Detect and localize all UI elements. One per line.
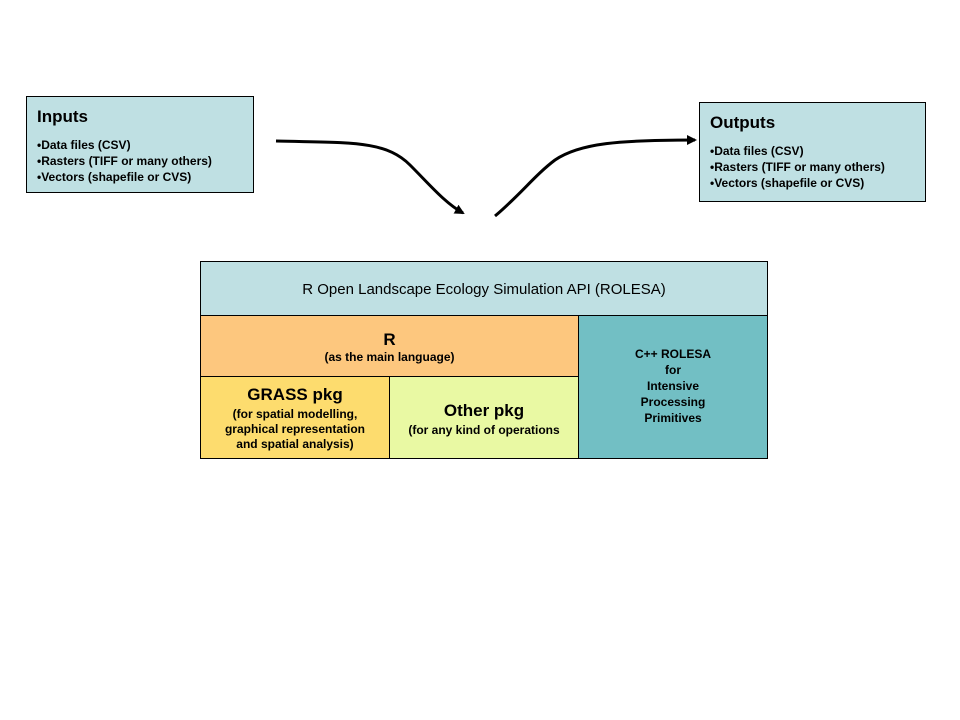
r-box: R (as the main language): [200, 315, 579, 377]
inputs-item: Vectors (shapefile or CVS): [37, 169, 243, 185]
r-title: R: [383, 330, 396, 349]
inputs-list: Data files (CSV) Rasters (TIFF or many o…: [37, 137, 243, 185]
grass-pkg-box: GRASS pkg (for spatial modelling, graphi…: [200, 376, 390, 459]
rolesa-api-label: R Open Landscape Ecology Simulation API …: [302, 281, 666, 298]
rolesa-api-box: R Open Landscape Ecology Simulation API …: [200, 261, 768, 316]
cpp-line: Primitives: [644, 411, 702, 425]
grass-subtitle-line: (for spatial modelling,: [232, 407, 358, 421]
cpp-text: C++ ROLESA for Intensive Processing Prim…: [579, 346, 767, 426]
outputs-item: Data files (CSV): [710, 143, 915, 159]
inputs-item: Data files (CSV): [37, 137, 243, 153]
grass-title: GRASS pkg: [247, 385, 343, 404]
inputs-box: Inputs Data files (CSV) Rasters (TIFF or…: [26, 96, 254, 193]
cpp-line: C++ ROLESA: [634, 347, 712, 361]
outputs-box: Outputs Data files (CSV) Rasters (TIFF o…: [699, 102, 926, 202]
outputs-title: Outputs: [710, 113, 776, 132]
cpp-line: Processing: [640, 395, 706, 409]
inputs-title: Inputs: [37, 107, 88, 126]
cpp-rolesa-box: C++ ROLESA for Intensive Processing Prim…: [578, 315, 768, 459]
grass-subtitle-line: graphical representation: [224, 422, 366, 436]
inputs-to-rolesa-arrow: [275, 139, 465, 215]
other-title: Other pkg: [443, 401, 525, 420]
other-subtitle: (for any kind of operations: [408, 423, 560, 437]
other-pkg-box: Other pkg (for any kind of operations: [389, 376, 579, 459]
inputs-item: Rasters (TIFF or many others): [37, 153, 243, 169]
cpp-line: Intensive: [646, 379, 700, 393]
grass-subtitle-line: and spatial analysis): [236, 437, 354, 451]
cpp-line: for: [665, 363, 681, 377]
outputs-list: Data files (CSV) Rasters (TIFF or many o…: [710, 143, 915, 191]
rolesa-architecture: R Open Landscape Ecology Simulation API …: [200, 261, 768, 459]
outputs-item: Vectors (shapefile or CVS): [710, 175, 915, 191]
outputs-item: Rasters (TIFF or many others): [710, 159, 915, 175]
rolesa-to-outputs-arrow: [494, 135, 697, 218]
r-subtitle: (as the main language): [324, 350, 455, 364]
